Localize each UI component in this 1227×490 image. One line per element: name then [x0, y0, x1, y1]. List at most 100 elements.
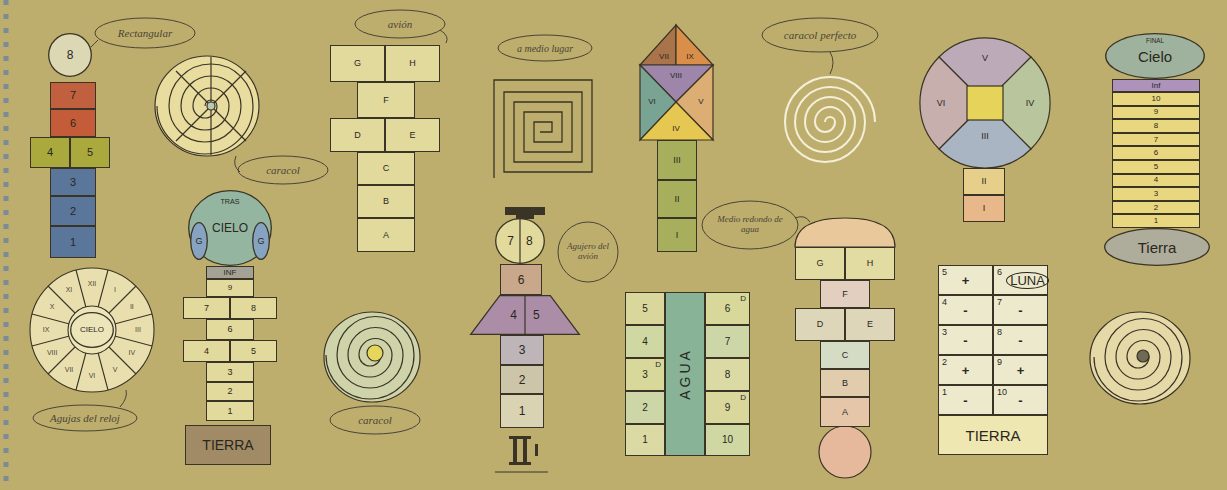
hopscotch-cell: 10-: [993, 385, 1048, 415]
hopscotch-cell: 2: [206, 382, 254, 401]
hopscotch-cell: 6D: [705, 292, 750, 325]
hopscotch-cell: B: [820, 369, 870, 397]
hopscotch-cell: 7: [705, 325, 750, 358]
plane-hopscotch-parts: [495, 207, 548, 472]
note-outline: [762, 18, 878, 52]
leader-line: [235, 156, 240, 172]
cell-text: VI: [937, 99, 946, 108]
cell-text: 5: [251, 347, 256, 356]
cell-text: II: [674, 195, 679, 204]
hopscotch-cell: 4: [30, 137, 70, 168]
cell-text: 8: [1154, 122, 1158, 130]
cell-outline: [471, 296, 580, 335]
plane-hopscotch-parts: [535, 444, 538, 456]
cell-text: D: [655, 361, 661, 369]
painted-cell: IX: [678, 50, 702, 63]
cell-text: G: [816, 259, 823, 268]
cell-text: D: [740, 394, 746, 402]
cell-outline: [496, 219, 545, 264]
snail-hopscotch: [207, 102, 215, 110]
cell-text: LUNA: [1006, 272, 1049, 289]
hopscotch-cell: 2+: [938, 355, 993, 385]
painted-cell: VII: [652, 50, 676, 63]
cell-text: IX: [686, 53, 694, 61]
cell-text: 10: [1152, 95, 1161, 103]
round-cell: CIELO: [70, 312, 114, 348]
note-outline: [238, 156, 328, 184]
hopscotch-cell: 1-: [938, 385, 993, 415]
cell-text: 8: [526, 235, 533, 247]
hopscotch-cell: 8: [230, 297, 277, 319]
hopscotch-cell: 5: [1112, 160, 1200, 174]
cell-outline: [495, 218, 545, 264]
hopscotch-cell: 3: [1112, 187, 1200, 201]
round-cell: 78: [495, 218, 545, 264]
hopscotch-cell: 6: [206, 319, 254, 340]
hopscotch-cell: 7-: [993, 295, 1048, 325]
cell-text: VII: [659, 53, 669, 61]
white-spiral: [785, 77, 875, 162]
hopscotch-cell: III: [657, 140, 697, 180]
handwritten-note: Rectangular: [118, 27, 172, 39]
cell-text: 7: [507, 235, 514, 247]
plane-hopscotch-parts: [523, 438, 527, 462]
clock-hopscotch: [76, 270, 108, 390]
cell-text: 6: [518, 274, 525, 286]
hopscotch-cell: D: [330, 118, 385, 152]
hopscotch-cell: 2: [1112, 201, 1200, 215]
round-hopscotch: [920, 38, 1050, 168]
hopscotch-cell: Inf: [1112, 79, 1200, 92]
cell-text: 2: [519, 374, 526, 386]
cell-text: -: [963, 334, 967, 347]
cell-text: 9: [1154, 108, 1158, 116]
mushroom-hopscotch: [795, 218, 895, 247]
clock-numeral: III: [135, 326, 141, 334]
hopscotch-cell: 3D: [625, 358, 665, 391]
cell-text: 5: [642, 304, 648, 314]
plane-hopscotch-parts: [509, 462, 531, 465]
cell-text: E: [867, 320, 873, 329]
cell-text: C: [842, 351, 849, 360]
cell-text: Tierra: [1138, 240, 1177, 255]
hopscotch-cell: C: [357, 152, 415, 185]
hopscotch-cell: 7: [183, 297, 230, 319]
hopscotch-cell: 4: [1112, 174, 1200, 188]
cell-text: 5: [1154, 163, 1158, 171]
cell-text: VI: [648, 98, 656, 106]
cell-text: 7: [1154, 136, 1158, 144]
hopscotch-cell: TIERRA: [185, 425, 271, 465]
cell-text: -: [963, 394, 967, 407]
cell-text: III: [673, 156, 681, 165]
painted-cell: V: [690, 95, 712, 109]
cell-text: B: [383, 197, 389, 206]
cell-divider: [524, 296, 525, 334]
cell-text: I: [676, 231, 679, 240]
cell-text: 1: [642, 435, 648, 445]
cell-text: 8: [725, 370, 731, 380]
cell-text: TRAS: [188, 198, 272, 205]
cell-text: 10: [722, 435, 733, 445]
cell-text: F: [383, 96, 389, 105]
cell-text: 9: [725, 403, 731, 413]
cell-text: V: [698, 98, 703, 106]
snail-hopscotch: [1137, 350, 1149, 362]
hopscotch-cell: 5: [230, 340, 277, 362]
round-cell: TRASCIELOGG: [188, 190, 272, 266]
cell-text: 1: [227, 407, 232, 416]
cell-text: 2: [942, 358, 947, 367]
handwritten-note: caracol: [358, 414, 392, 426]
cell-text: 4: [1154, 176, 1158, 184]
note-outline: [33, 405, 137, 431]
hopscotch-cell: 6LUNA: [993, 265, 1048, 295]
hopscotch-cell: E: [845, 308, 895, 341]
house-hopscotch: [640, 25, 676, 65]
leader-line: [91, 30, 833, 407]
hopscotch-cell: 8: [1112, 119, 1200, 133]
clock-numeral: VII: [65, 366, 74, 374]
cell-text: INF: [224, 269, 237, 277]
snail-hopscotch: [155, 56, 259, 156]
hopscotch-cell: 7: [1112, 133, 1200, 147]
hopscotch-cell: B: [357, 185, 415, 218]
hopscotch-cell: 2: [625, 391, 665, 424]
hopscotch-cell: 5: [625, 292, 665, 325]
